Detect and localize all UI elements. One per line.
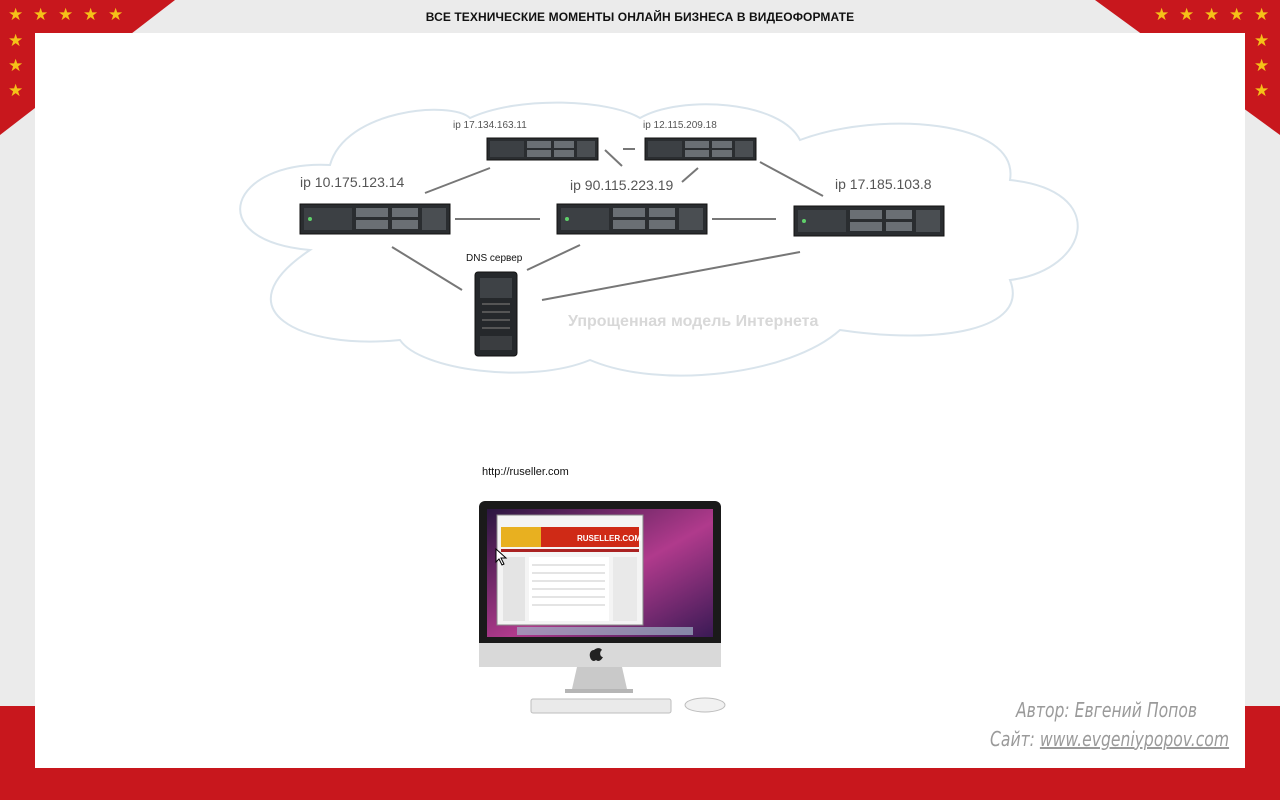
dns-server-label: DNS сервер xyxy=(466,253,523,264)
url-label: http://ruseller.com xyxy=(482,466,569,478)
author-credit: Автор: Евгений Попов xyxy=(1016,698,1198,722)
server-ip-label: ip 12.115.209.18 xyxy=(643,120,717,131)
star-icon: ★ xyxy=(8,5,24,24)
link-topleft-topright xyxy=(604,149,623,167)
server-left-icon xyxy=(299,203,451,235)
server-top-left-icon xyxy=(486,137,599,161)
star-icon: ★ xyxy=(1204,5,1220,24)
star-icon: ★ xyxy=(8,56,24,75)
server-ip-label: ip 17.134.163.11 xyxy=(453,120,527,131)
screen-site-logo: RUSELLER.COM xyxy=(577,534,641,543)
star-icon: ★ xyxy=(1179,5,1195,24)
site-credit: Сайт: www.evgeniypopov.com xyxy=(990,727,1229,751)
mouse-cursor-icon xyxy=(495,548,508,566)
site-prefix: Сайт: xyxy=(990,727,1035,751)
star-icon: ★ xyxy=(1254,31,1270,50)
link-topright-right xyxy=(759,161,824,197)
server-ip-label: ip 17.185.103.8 xyxy=(835,176,932,192)
star-icon: ★ xyxy=(1254,5,1270,24)
star-icon: ★ xyxy=(1154,5,1170,24)
link-left-dns xyxy=(391,246,463,291)
star-icon: ★ xyxy=(1254,56,1270,75)
star-icon: ★ xyxy=(108,5,124,24)
server-top-right-icon xyxy=(644,137,757,161)
site-link[interactable]: www.evgeniypopov.com xyxy=(1039,727,1230,751)
star-icon: ★ xyxy=(58,5,74,24)
server-right-icon xyxy=(793,205,945,237)
imac-computer-icon: RUSELLER.COM xyxy=(479,501,726,714)
star-icon: ★ xyxy=(33,5,49,24)
dns-server-tower-icon xyxy=(474,271,518,357)
page-title: ВСЕ ТЕХНИЧЕСКИЕ МОМЕНТЫ ОНЛАЙН БИЗНЕСА В… xyxy=(425,10,855,24)
server-center-icon xyxy=(556,203,708,235)
server-ip-label: ip 90.115.223.19 xyxy=(570,177,674,193)
cloud-caption: Упрощенная модель Интернета xyxy=(568,313,819,330)
star-icon: ★ xyxy=(8,31,24,50)
cloud-shape xyxy=(239,101,1079,377)
server-ip-label: ip 10.175.123.14 xyxy=(300,174,405,190)
link-center-dns xyxy=(526,244,581,271)
link-right-dns xyxy=(541,251,801,301)
link-left-topleft xyxy=(424,167,491,194)
star-icon: ★ xyxy=(83,5,99,24)
link-topright-center xyxy=(681,167,699,183)
star-icon: ★ xyxy=(8,81,24,100)
star-icon: ★ xyxy=(1229,5,1245,24)
star-icon: ★ xyxy=(1254,81,1270,100)
